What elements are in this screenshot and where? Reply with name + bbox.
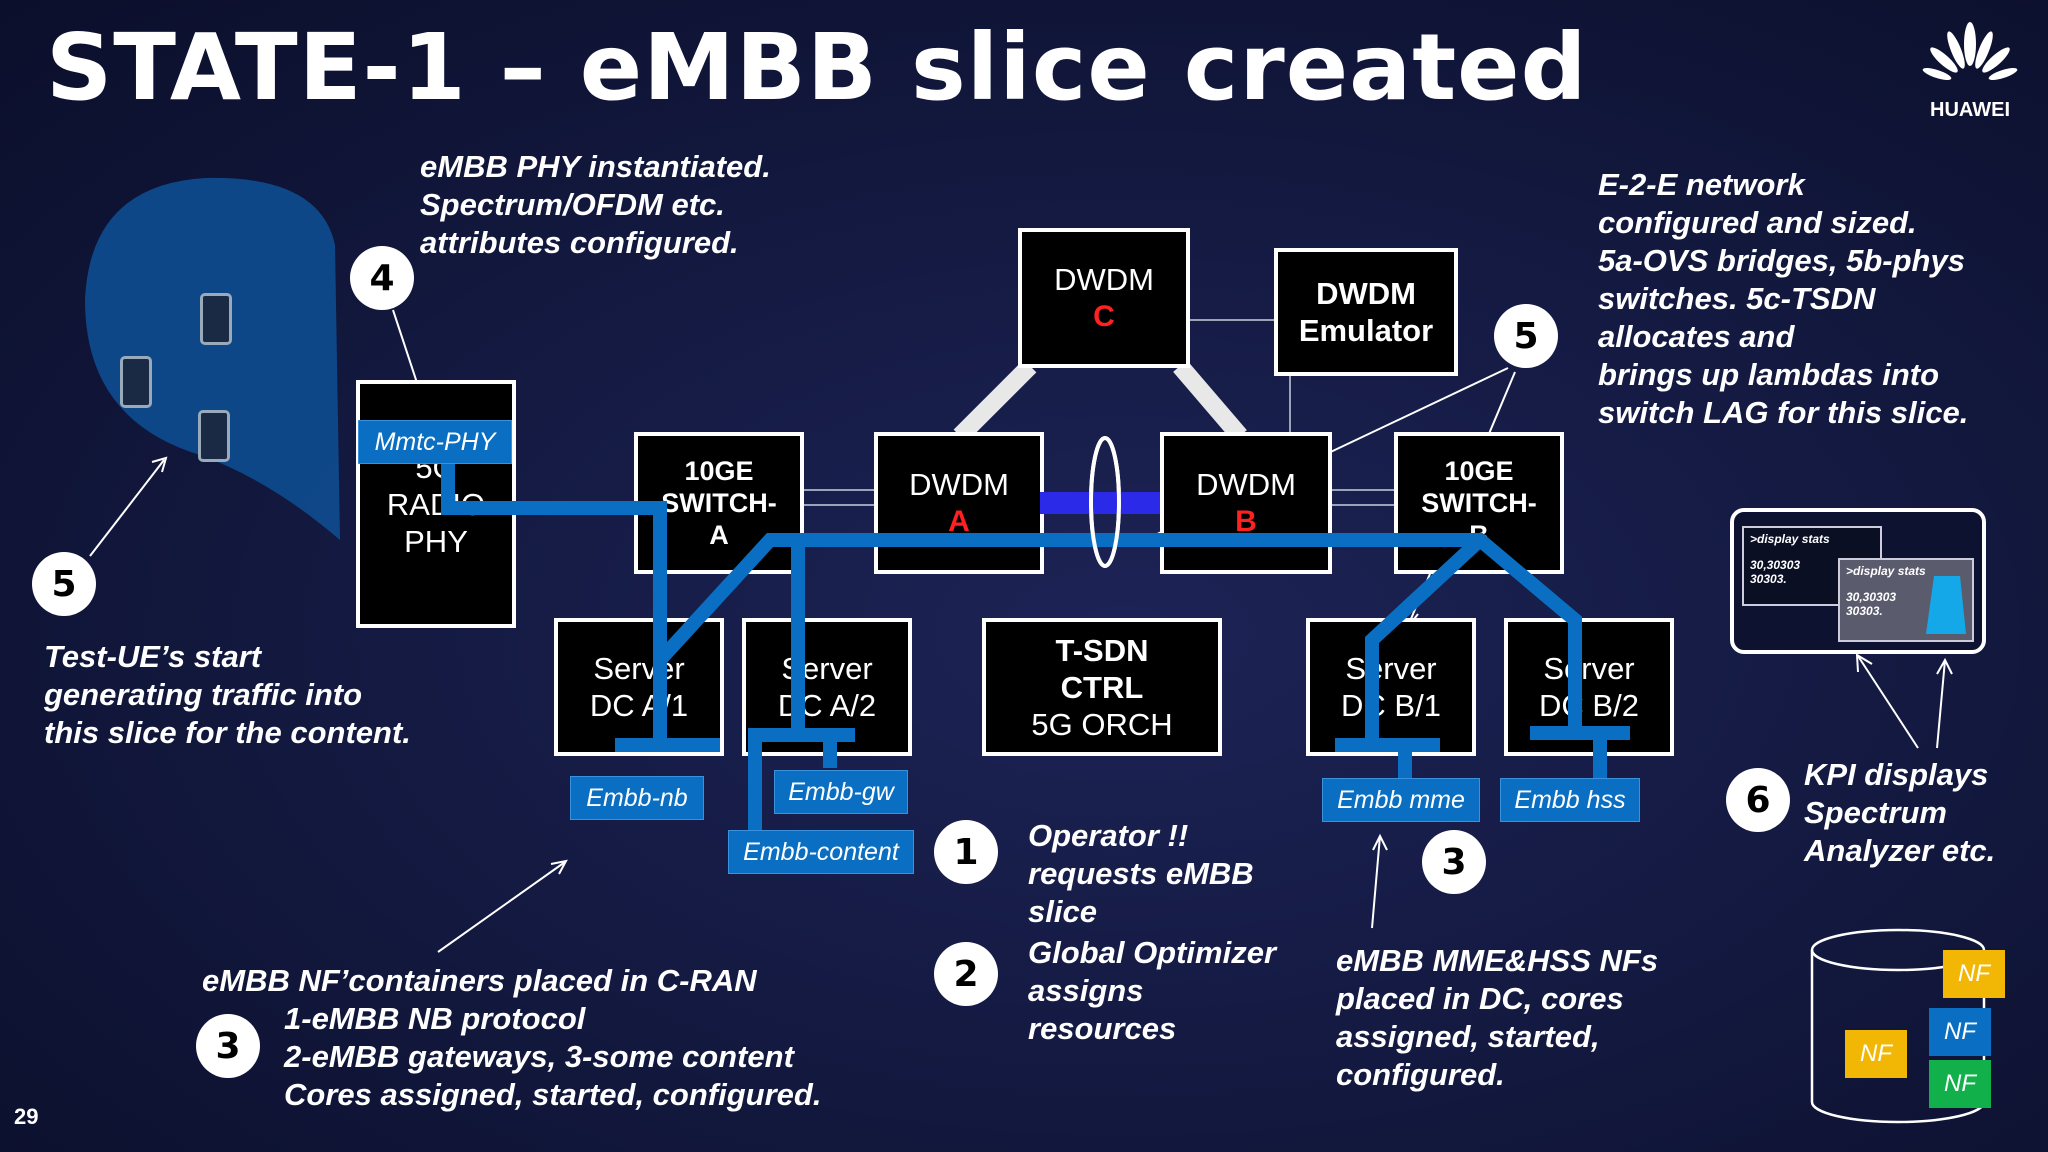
- coverage-area: [85, 177, 340, 540]
- nf-chip-blue: NF: [1929, 1008, 1991, 1056]
- kpi-cmd-text: >display stats: [1750, 532, 1830, 546]
- note-optimizer: Global Optimizer assigns resources: [1028, 935, 1277, 1046]
- kpi-cmd-text: >display stats: [1846, 564, 1926, 578]
- step-5-badge: 5: [32, 552, 96, 616]
- dwdm-b-label: DWDM: [1196, 467, 1296, 502]
- nf-chip-yellow: NF: [1845, 1030, 1907, 1078]
- mmtc-phy-label: Mmtc-PHY: [358, 420, 512, 464]
- note-cran-body: 1-eMBB NB protocol 2-eMBB gateways, 3-so…: [284, 1001, 822, 1112]
- spectrum-icon: [1926, 576, 1966, 634]
- tsdn-sub-label: 5G ORCH: [1031, 706, 1173, 742]
- tsdn-box: T-SDN CTRL 5G ORCH: [982, 618, 1222, 756]
- tsdn-label: T-SDN CTRL: [1055, 632, 1149, 705]
- slide-title: STATE-1 – eMBB slice created: [46, 14, 1588, 121]
- embb-gw-label: Embb-gw: [774, 770, 908, 814]
- dwdm-a-label: DWDM: [909, 467, 1009, 502]
- embb-mme-label: Embb mme: [1322, 778, 1480, 822]
- nf-chip-yellow: NF: [1943, 950, 2005, 998]
- kpi-window-front: >display stats 30,30303 30303.: [1838, 558, 1974, 642]
- step-1-badge: 1: [934, 820, 998, 884]
- dwdm-a-letter: A: [948, 505, 970, 538]
- dwdm-ring: [953, 359, 1247, 443]
- step-4-badge: 4: [350, 246, 414, 310]
- note-test-ue: Test-UE’s start generating traffic into …: [44, 639, 411, 750]
- step-3-badge: 3: [196, 1014, 260, 1078]
- dwdm-a-box: DWDM A: [874, 432, 1044, 574]
- phone-icon: [120, 356, 152, 408]
- note-kpi: KPI displays Spectrum Analyzer etc.: [1804, 757, 1996, 868]
- step-6-badge: 6: [1726, 768, 1790, 832]
- embb-nb-label: Embb-nb: [570, 776, 704, 820]
- kpi-values-text: 30,30303 30303.: [1846, 590, 1897, 618]
- dwdm-c-letter: C: [1093, 300, 1115, 333]
- huawei-logo: HUAWEI: [1920, 22, 2020, 122]
- page-number: 29: [14, 1104, 39, 1129]
- embb-content-label: Embb-content: [728, 830, 914, 874]
- step-2-badge: 2: [934, 942, 998, 1006]
- embb-hss-label: Embb hss: [1500, 778, 1640, 822]
- nf-chip-green: NF: [1929, 1060, 1991, 1108]
- dwdm-emulator-box: DWDM Emulator: [1274, 248, 1458, 376]
- kpi-display-frame: >display stats 30,30303 30303. >display …: [1730, 508, 1986, 654]
- note-dc: eMBB MME&HSS NFs placed in DC, cores ass…: [1336, 943, 1659, 1092]
- fiber-links: [802, 319, 1398, 506]
- step-3-badge: 3: [1422, 830, 1486, 894]
- note-cran-head: eMBB NF’containers placed in C-RAN: [202, 963, 757, 998]
- phone-icon: [198, 410, 230, 462]
- phone-icon: [200, 293, 232, 345]
- huawei-petal-icon: [1922, 22, 2018, 80]
- dwdm-b-letter: B: [1235, 505, 1257, 538]
- dwdm-b-box: DWDM B: [1160, 432, 1332, 574]
- dwdm-c-box: DWDM C: [1018, 228, 1190, 368]
- step-5-badge: 5: [1494, 304, 1558, 368]
- huawei-logo-text: HUAWEI: [1930, 99, 2010, 121]
- dwdm-c-label: DWDM: [1054, 262, 1154, 297]
- note-network: E-2-E network configured and sized. 5a-O…: [1598, 167, 1969, 430]
- note-phy: eMBB PHY instantiated. Spectrum/OFDM etc…: [420, 149, 771, 260]
- kpi-values-text: 30,30303 30303.: [1750, 558, 1801, 586]
- note-operator: Operator !! requests eMBB slice: [1028, 818, 1254, 929]
